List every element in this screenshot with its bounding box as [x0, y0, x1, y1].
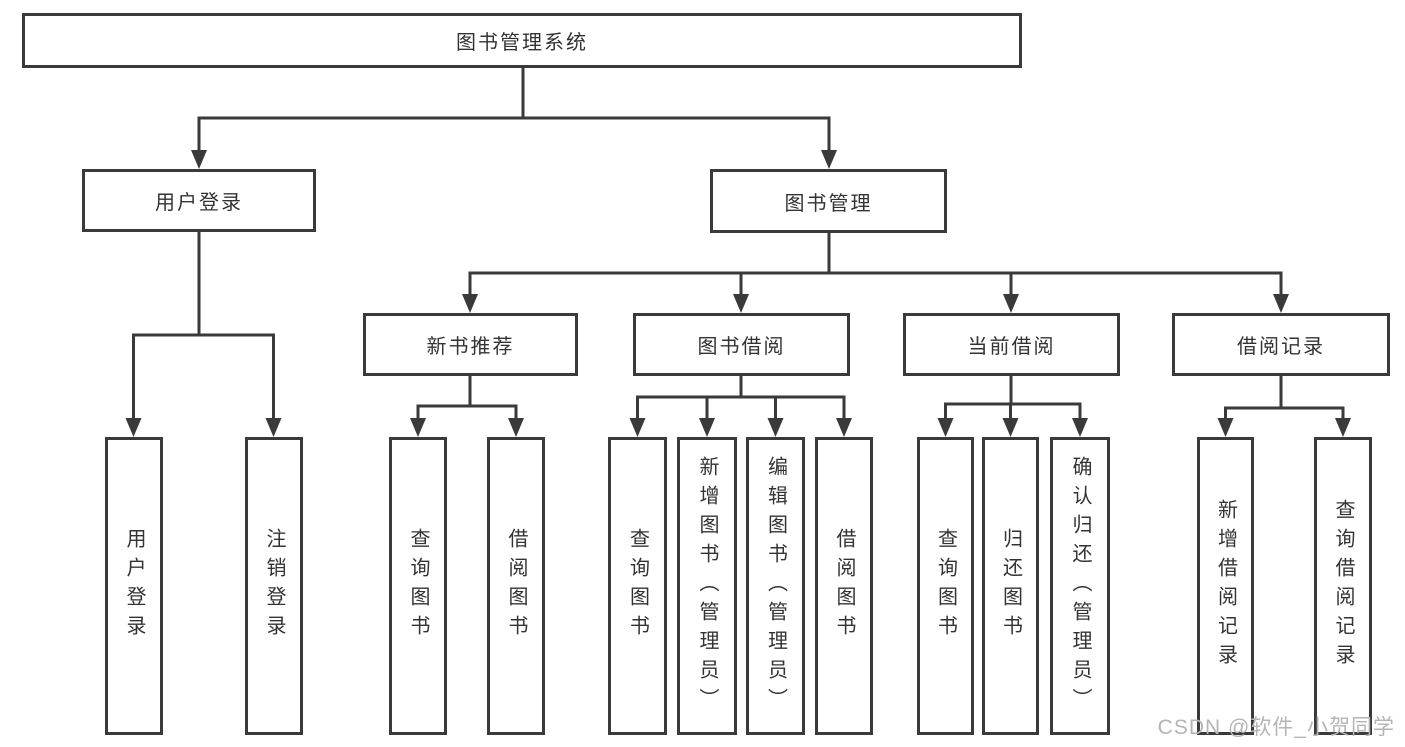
node-borrow-books-2-label: 借阅图书	[833, 528, 855, 644]
node-add-books-admin: 新增图书（管理员）	[677, 437, 737, 735]
node-return-books: 归还图书	[982, 437, 1039, 735]
node-borrow-books-1: 借阅图书	[487, 437, 545, 735]
arrowhead-add-books	[699, 418, 715, 437]
node-query-books-3: 查询图书	[917, 437, 974, 735]
node-current-borrowing: 当前借阅	[903, 313, 1120, 376]
arrowhead-edit-books	[767, 418, 784, 437]
node-query-books-1: 查询图书	[389, 437, 447, 735]
arrowhead-query-books-3	[937, 418, 954, 437]
arrowhead-book-borrowing	[733, 294, 749, 313]
arrowhead-borrow-books-1	[508, 418, 524, 437]
arrowhead-user-login	[125, 418, 142, 437]
node-add-books-admin-label: 新增图书（管理员）	[696, 455, 718, 717]
node-edit-books-admin: 编辑图书（管理员）	[746, 437, 805, 735]
node-book-management: 图书管理	[710, 169, 947, 233]
node-query-books-2: 查询图书	[608, 437, 667, 735]
node-confirm-return-admin: 确认归还（管理员）	[1050, 437, 1110, 735]
node-borrow-books-2: 借阅图书	[815, 437, 873, 735]
node-add-borrow-record: 新增借阅记录	[1197, 437, 1254, 735]
node-confirm-return-admin-label: 确认归还（管理员）	[1069, 455, 1091, 717]
node-query-books-1-label: 查询图书	[407, 528, 429, 644]
arrowhead-user-login-group	[191, 150, 207, 169]
arrowhead-query-books-1	[410, 418, 426, 437]
arrowhead-borrow-books-2	[836, 418, 852, 437]
node-query-books-3-label: 查询图书	[934, 528, 957, 644]
node-add-borrow-record-label: 新增借阅记录	[1214, 499, 1237, 673]
arrowhead-add-borrow-record	[1217, 418, 1234, 437]
node-root: 图书管理系统	[22, 13, 1022, 68]
arrowhead-confirm-return	[1072, 418, 1088, 437]
node-new-book-recommendation: 新书推荐	[363, 313, 578, 376]
arrowhead-borrowing-records	[1273, 294, 1289, 313]
arrowhead-query-books-2	[629, 418, 646, 437]
node-return-books-label: 归还图书	[999, 528, 1022, 644]
arrowhead-book-management	[821, 150, 837, 169]
node-query-books-2-label: 查询图书	[626, 528, 649, 644]
node-user-login: 用户登录	[105, 437, 163, 735]
node-logout: 注销登录	[245, 437, 303, 735]
node-book-borrowing: 图书借阅	[633, 313, 850, 376]
node-query-borrow-record: 查询借阅记录	[1314, 437, 1372, 735]
node-user-login-label: 用户登录	[123, 528, 145, 644]
arrowhead-query-borrow-record	[1335, 418, 1351, 437]
arrowhead-return-books	[1002, 418, 1019, 437]
node-logout-label: 注销登录	[263, 528, 285, 644]
node-borrowing-records: 借阅记录	[1172, 313, 1390, 376]
arrowhead-new-book	[462, 294, 478, 313]
arrowhead-logout	[265, 418, 282, 437]
node-query-borrow-record-label: 查询借阅记录	[1332, 499, 1354, 673]
arrowhead-current-borrowing	[1003, 294, 1019, 313]
node-user-login-group: 用户登录	[82, 169, 316, 232]
node-borrow-books-1-label: 借阅图书	[505, 528, 527, 644]
node-edit-books-admin-label: 编辑图书（管理员）	[764, 455, 787, 717]
